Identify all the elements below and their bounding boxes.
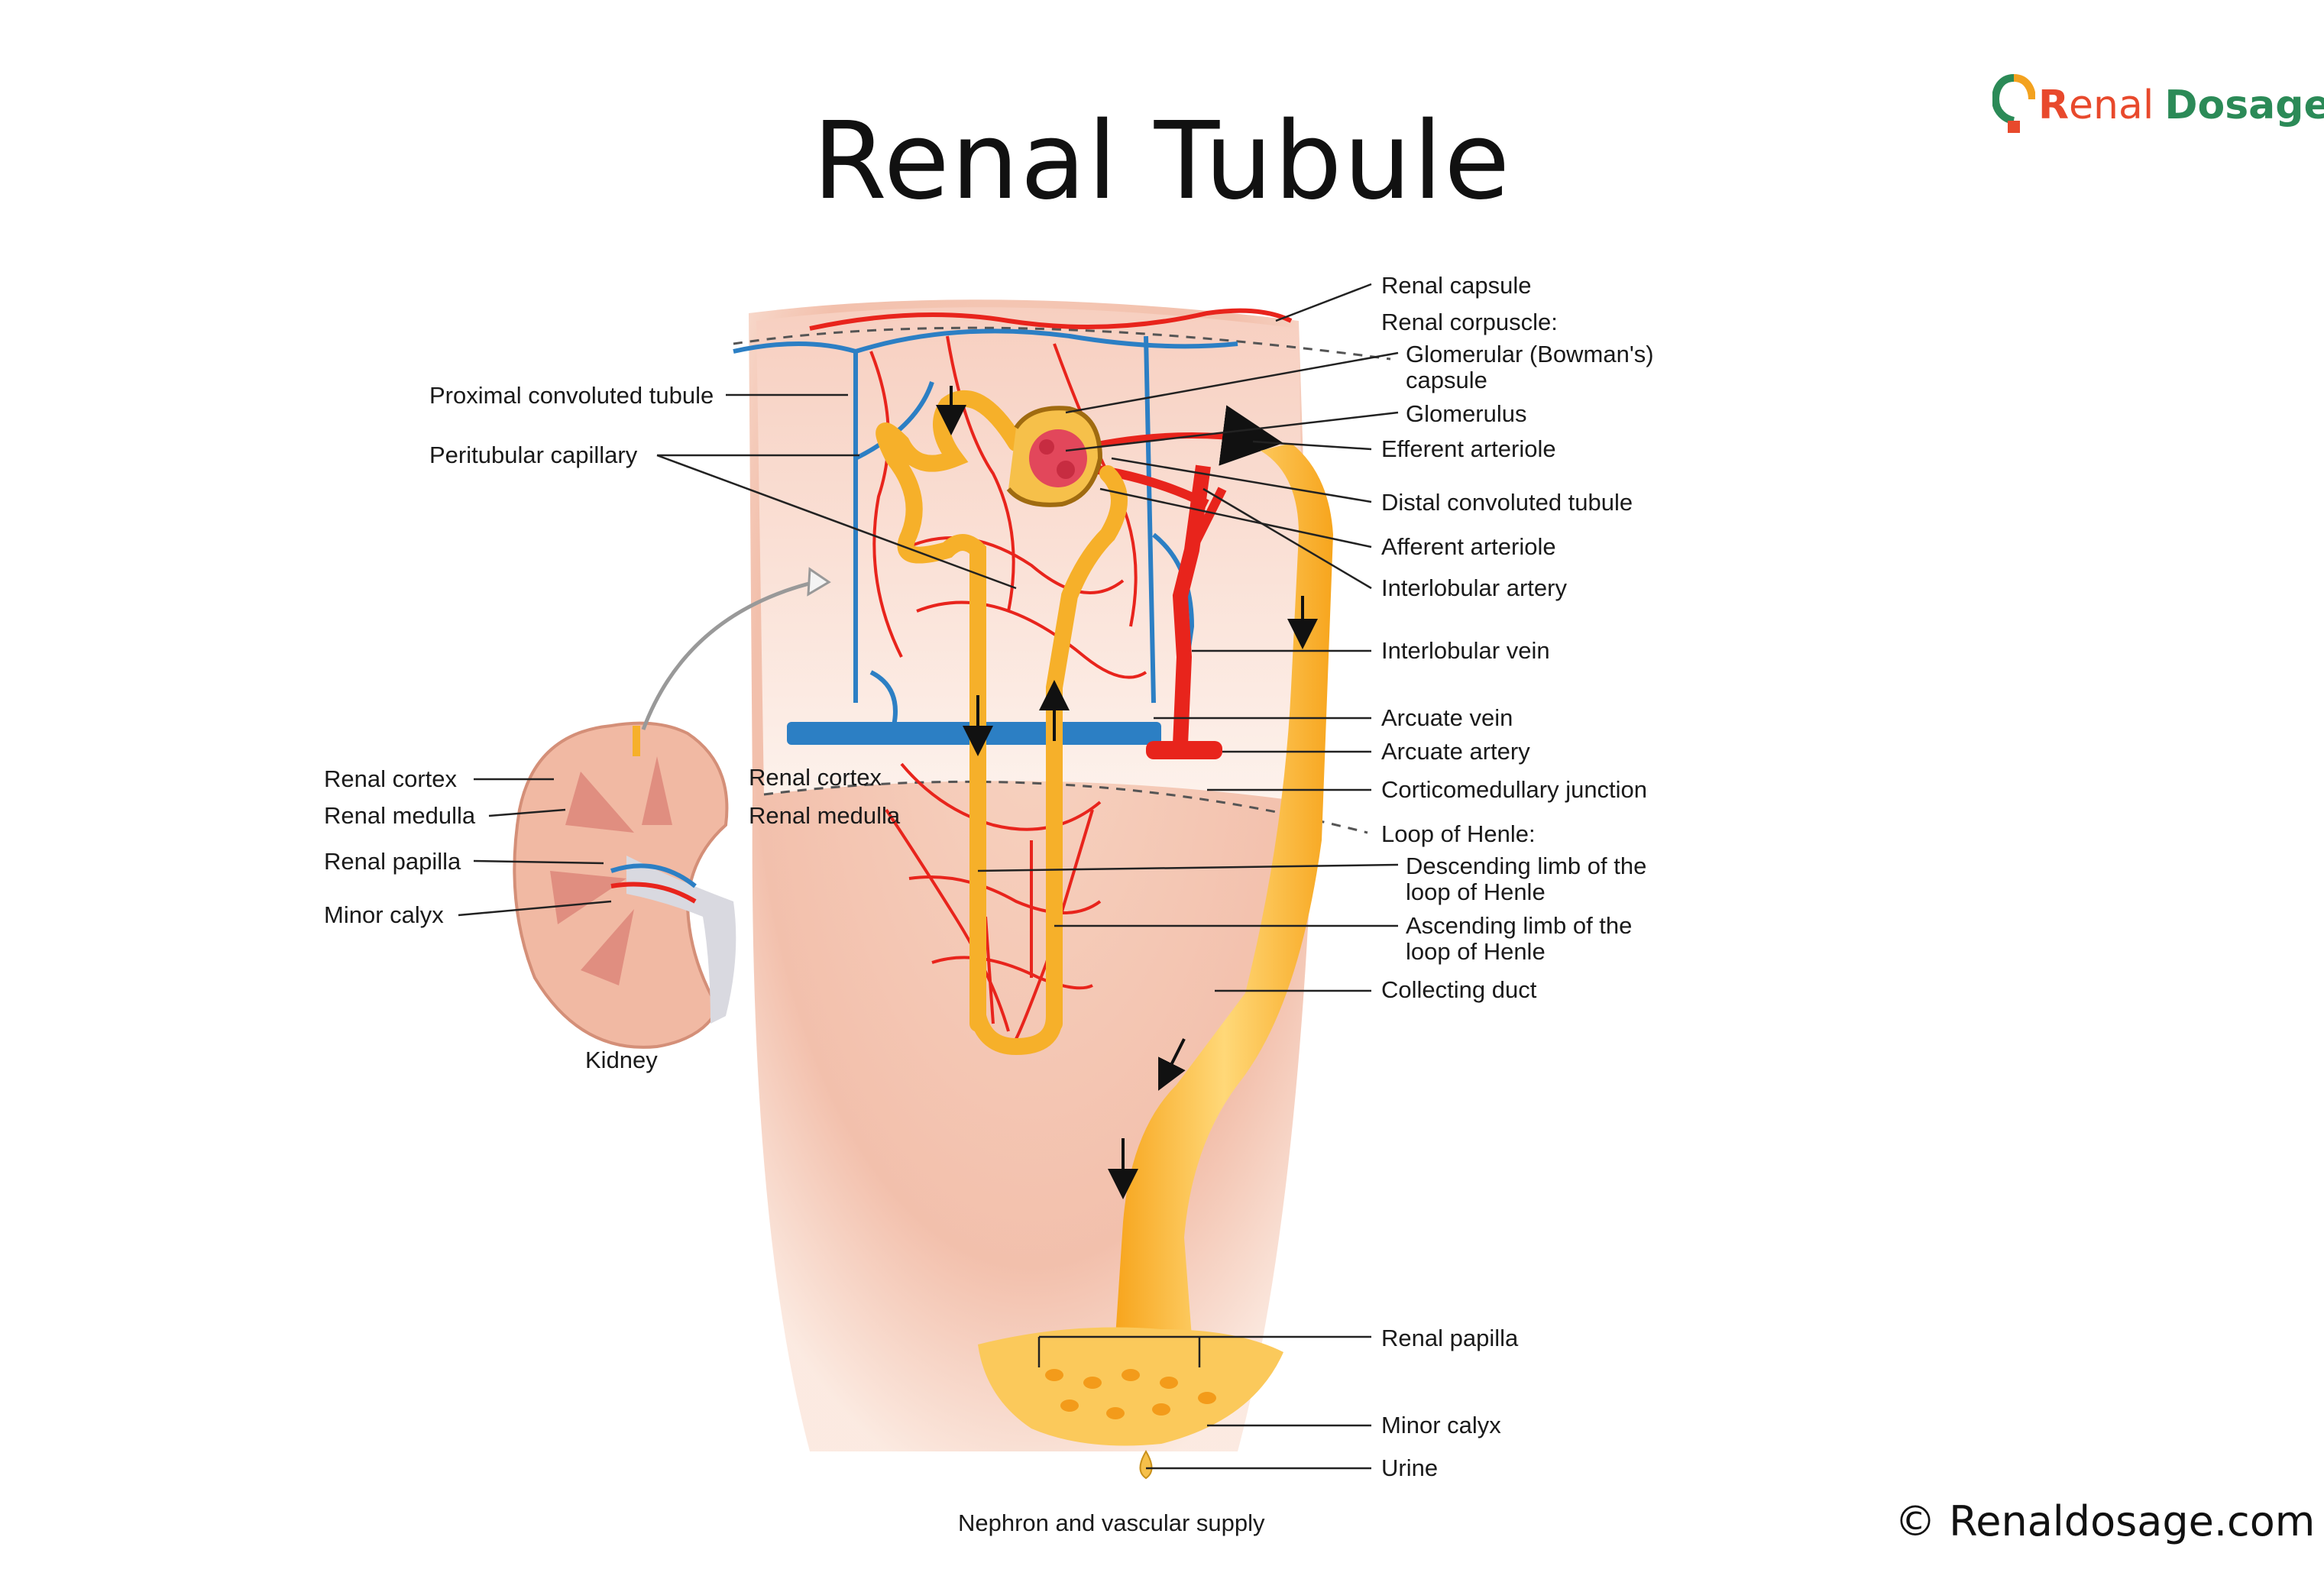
leader-lines [458, 283, 1399, 1470]
label-renal-papilla-right: Renal papilla [1381, 1325, 1519, 1351]
label-renal-corpuscle: Renal corpuscle: [1381, 309, 1558, 335]
label-renal-medulla-inner: Renal medulla [749, 802, 901, 829]
label-arcuate-vein: Arcuate vein [1381, 704, 1513, 731]
label-descending-limb-1: Descending limb of the [1406, 853, 1646, 879]
page-title: Renal Tubule [812, 99, 1512, 224]
papilla-pores [1045, 1369, 1216, 1419]
kidney-inset [513, 567, 831, 1049]
label-ascending-limb-2: loop of Henle [1406, 938, 1546, 965]
zoom-arrow [641, 578, 822, 730]
label-glomerular-capsule-2: capsule [1406, 367, 1487, 393]
label-distal-convoluted-tubule: Distal convoluted tubule [1381, 489, 1633, 516]
kidney-artery [610, 882, 697, 904]
label-proximal-convoluted-tubule: Proximal convoluted tubule [429, 382, 714, 409]
corticomedullary-dashed-line [763, 780, 1368, 834]
label-ascending-limb-1: Ascending limb of the [1406, 912, 1632, 939]
label-renal-medulla-left: Renal medulla [324, 802, 476, 829]
loop-of-henle [969, 1013, 1063, 1056]
kidney-pelvis [626, 856, 736, 1024]
label-kidney: Kidney [585, 1047, 658, 1073]
kidney-medulla-pyramids [550, 756, 672, 985]
label-afferent-arteriole: Afferent arteriole [1381, 533, 1556, 560]
label-collecting-duct: Collecting duct [1381, 976, 1537, 1003]
glomerulus-detail [1057, 461, 1075, 479]
logo-letter-r: R [2038, 83, 2070, 128]
label-interlobular-artery: Interlobular artery [1381, 574, 1567, 601]
collecting-duct [1115, 443, 1333, 1337]
arcuate-artery [1146, 741, 1222, 759]
label-minor-calyx-left: Minor calyx [324, 901, 444, 928]
interlobular-artery [1172, 464, 1211, 746]
zoom-arrow-head [807, 567, 831, 597]
interlobular-artery-branch [1187, 487, 1227, 552]
label-renal-papilla-left: Renal papilla [324, 848, 461, 875]
papilla-cup [978, 1327, 1283, 1446]
capsule-dashed-line [733, 326, 1391, 361]
label-caption: Nephron and vascular supply [958, 1509, 1265, 1536]
urine-drop [1139, 1450, 1153, 1480]
label-loop-of-henle: Loop of Henle: [1381, 820, 1536, 847]
label-efferent-arteriole: Efferent arteriole [1381, 435, 1556, 462]
label-interlobular-vein: Interlobular vein [1381, 637, 1550, 664]
label-renal-cortex-left: Renal cortex [324, 765, 458, 792]
kidney-vessels [610, 863, 697, 888]
glomerulus [1029, 429, 1087, 487]
logo-word-dosage: Dosage [2164, 83, 2324, 128]
label-glomerulus: Glomerulus [1406, 400, 1527, 427]
logo-word-enal: enal [2069, 83, 2154, 128]
label-renal-capsule: Renal capsule [1381, 272, 1531, 299]
label-arcuate-artery: Arcuate artery [1381, 738, 1530, 765]
glomerulus-detail [1039, 439, 1054, 455]
copyright-notice: © Renaldosage.com [1895, 1497, 2316, 1545]
label-peritubular-capillary: Peritubular capillary [429, 442, 638, 468]
label-glomerular-capsule-1: Glomerular (Bowman's) [1406, 341, 1654, 367]
logo-mark-icon [1992, 74, 2035, 133]
capsule-vessels [809, 308, 1293, 331]
label-renal-cortex-inner: Renal cortex [749, 764, 882, 791]
kidney-nephron-mark [633, 726, 640, 756]
label-corticomedullary-junction: Corticomedullary junction [1381, 776, 1647, 803]
flow-arrows [936, 386, 1318, 1199]
label-urine: Urine [1381, 1454, 1438, 1481]
label-descending-limb-2: loop of Henle [1406, 879, 1546, 905]
label-minor-calyx-right: Minor calyx [1381, 1412, 1501, 1438]
